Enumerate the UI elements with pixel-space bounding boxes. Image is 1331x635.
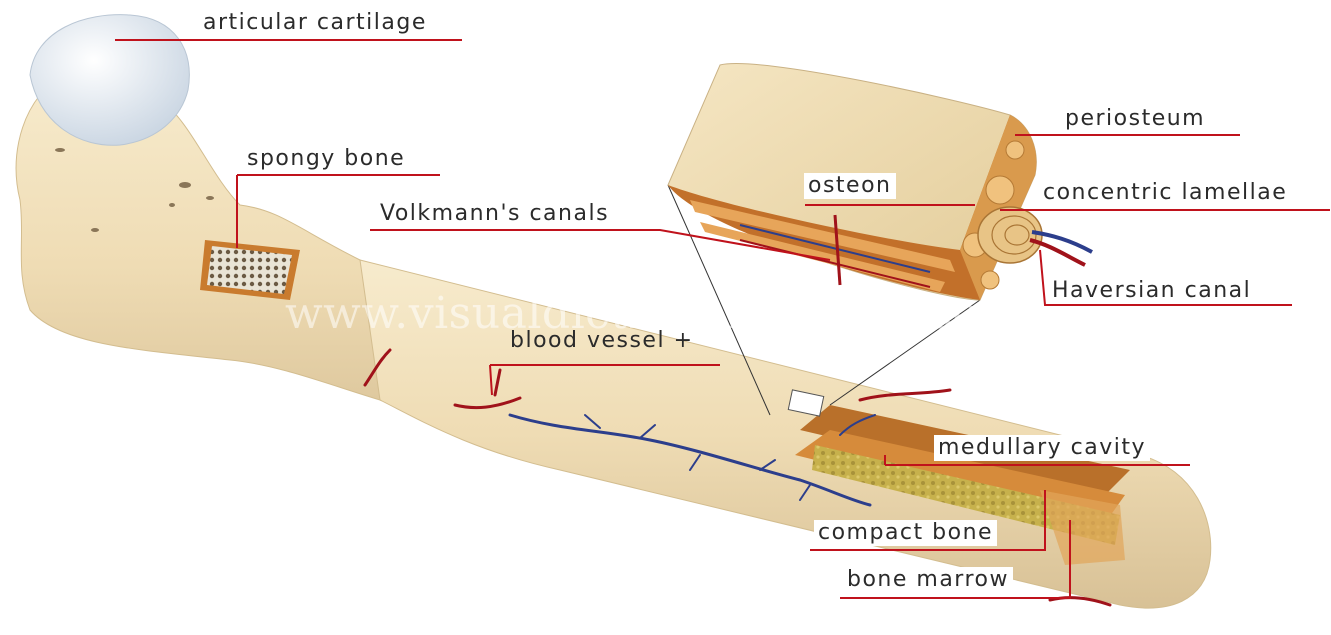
- label-volkmanns-canals: Volkmann's canals: [380, 203, 609, 225]
- protruding-osteon: [978, 207, 1092, 265]
- label-periosteum: periosteum: [1065, 108, 1205, 130]
- label-concentric-lamellae: concentric lamellae: [1043, 182, 1287, 204]
- label-articular-cartilage: articular cartilage: [203, 12, 427, 34]
- label-osteon: osteon: [804, 173, 896, 199]
- label-spongy-bone: spongy bone: [247, 148, 405, 170]
- label-compact-bone: compact bone: [814, 520, 997, 546]
- label-blood-vessel: blood vessel +: [510, 330, 694, 352]
- label-medullary-cavity: medullary cavity: [934, 435, 1150, 461]
- label-bone-marrow: bone marrow: [843, 567, 1013, 593]
- label-haversian-canal: Haversian canal: [1052, 280, 1251, 302]
